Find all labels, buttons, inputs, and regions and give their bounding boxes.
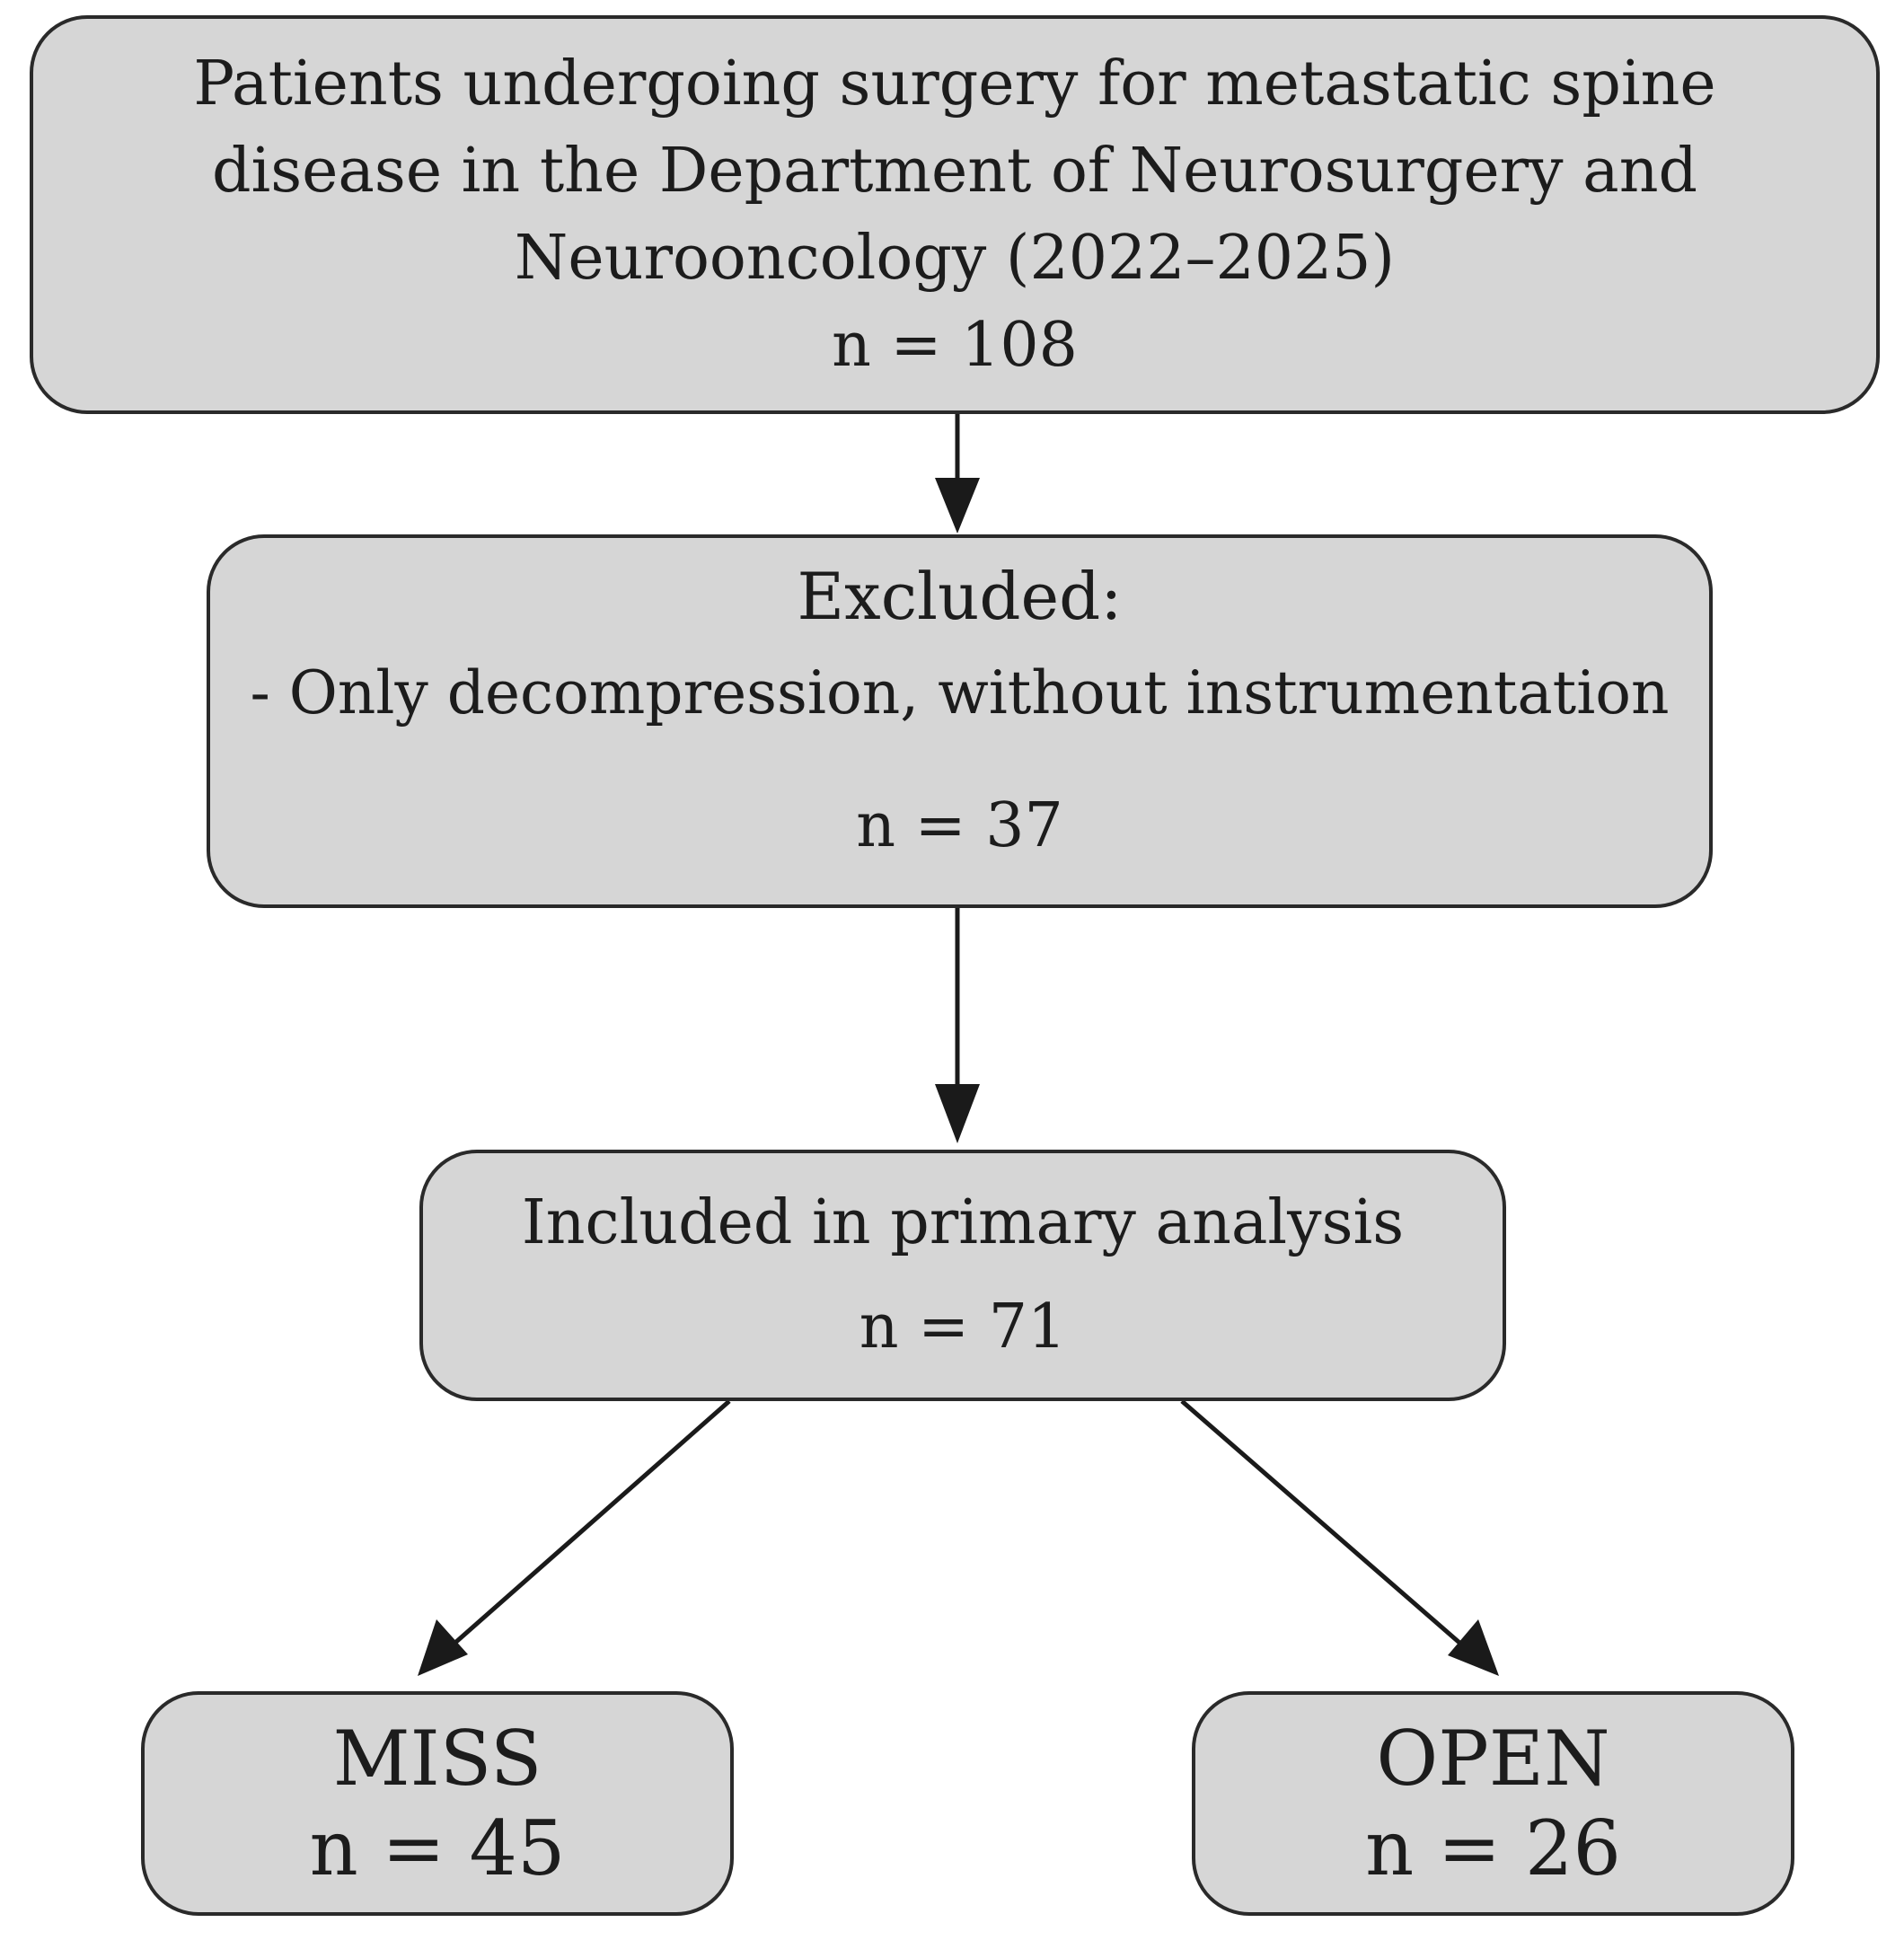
patients-line-2: disease in the Department of Neurosurger… — [211, 136, 1698, 207]
included-title: Included in primary analysis — [521, 1187, 1405, 1258]
arrow-included-to-miss — [447, 1399, 731, 1650]
patients-count: n = 108 — [832, 310, 1078, 381]
open-box: OPEN n = 26 — [1192, 1691, 1794, 1916]
patients-line-1: Patients undergoing surgery for metastat… — [193, 49, 1716, 119]
miss-count: n = 45 — [309, 1804, 566, 1892]
miss-box: MISS n = 45 — [141, 1691, 734, 1916]
patients-box: Patients undergoing surgery for metastat… — [30, 15, 1880, 414]
included-count: n = 71 — [859, 1292, 1067, 1363]
patients-line-3: Neurooncology (2022–2025) — [514, 223, 1396, 294]
excluded-title: Excluded: — [797, 559, 1123, 634]
excluded-count: n = 37 — [856, 790, 1063, 861]
open-title: OPEN — [1376, 1715, 1610, 1803]
miss-title: MISS — [332, 1715, 542, 1803]
arrow-included-to-open — [1180, 1399, 1468, 1650]
excluded-box: Excluded: - Only decompression, without … — [207, 534, 1713, 908]
arrowhead-patients-to-excluded — [935, 478, 980, 534]
arrowhead-included-to-miss — [418, 1619, 468, 1676]
excluded-reason: - Only decompression, without instrument… — [250, 658, 1670, 728]
open-count: n = 26 — [1365, 1804, 1621, 1892]
included-box: Included in primary analysis n = 71 — [419, 1150, 1506, 1401]
arrowhead-excluded-to-included — [935, 1084, 980, 1143]
arrowhead-included-to-open — [1448, 1619, 1499, 1676]
